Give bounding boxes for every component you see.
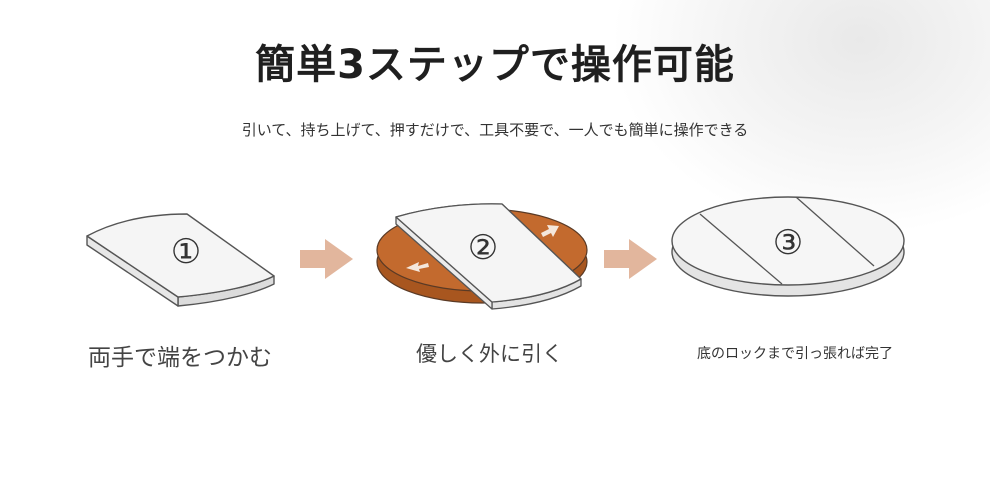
step-2-number: ②: [468, 228, 498, 268]
arrow-right-icon: [300, 239, 353, 279]
step-1-illustration: ①: [86, 213, 275, 307]
step-3-number: ③: [773, 223, 803, 263]
arrow-right-icon: [604, 239, 657, 279]
pull-arrow-icon: [541, 225, 559, 237]
step-2-caption: 優しく外に引く: [416, 342, 563, 366]
step-3-illustration: ③: [671, 196, 905, 297]
step-3-caption: 底のロックまで引っ張れば完了: [697, 346, 893, 362]
pull-arrow-icon: [406, 262, 429, 272]
step-1-caption: 両手で端をつかむ: [88, 345, 272, 371]
step-1-number: ①: [171, 232, 201, 272]
page-title: 簡単3ステップで操作可能: [255, 42, 735, 88]
step-2-illustration: ②: [376, 203, 588, 310]
page-subtitle: 引いて、持ち上げて、押すだけで、工具不要で、一人でも簡単に操作できる: [241, 121, 749, 139]
